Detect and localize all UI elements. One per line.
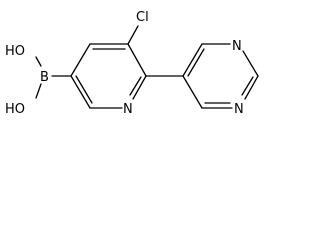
bond-c5-c6 (127, 43, 147, 77)
bond-c2-c3 (70, 75, 91, 109)
bond-pm-c5-c4-double (187, 48, 205, 77)
atom-pyrimidine-n-top: N (232, 39, 242, 54)
bond-c6-n1 (132, 75, 147, 100)
bond-pm-c2-n1 (244, 75, 259, 100)
atom-ho-top: HO (5, 44, 25, 59)
boronic-acid-group: HO HO B (5, 44, 71, 117)
bond-pm-c5-c4 (182, 43, 203, 77)
bond-c5-cl (127, 25, 139, 45)
bond-pm-n3-c2 (242, 50, 259, 77)
atom-pyrimidine-n-bottom: N (234, 102, 244, 117)
atom-ho-bottom: HO (5, 102, 25, 117)
atom-chlorine: Cl (136, 10, 149, 25)
atom-pyridine-n: N (123, 102, 133, 117)
bond-o1-b (35, 56, 42, 67)
bond-pm-c6-c5 (182, 75, 203, 109)
chloro-substituent: Cl (127, 10, 149, 45)
atom-boron: B (40, 70, 49, 85)
bond-c2-c3-double (75, 75, 93, 104)
bond-c3-c4 (70, 43, 91, 77)
pyrimidine-ring: N N (182, 39, 259, 117)
bond-pm-c2-n1-double (241, 76, 254, 96)
bond-o2-b (35, 83, 42, 99)
molecule-drawing: HO HO B N Cl (0, 0, 281, 120)
bond-c6-n1-double (129, 76, 142, 96)
structure-svg: HO HO B N Cl (5, 10, 259, 117)
pyridine-ring: N (70, 43, 147, 117)
